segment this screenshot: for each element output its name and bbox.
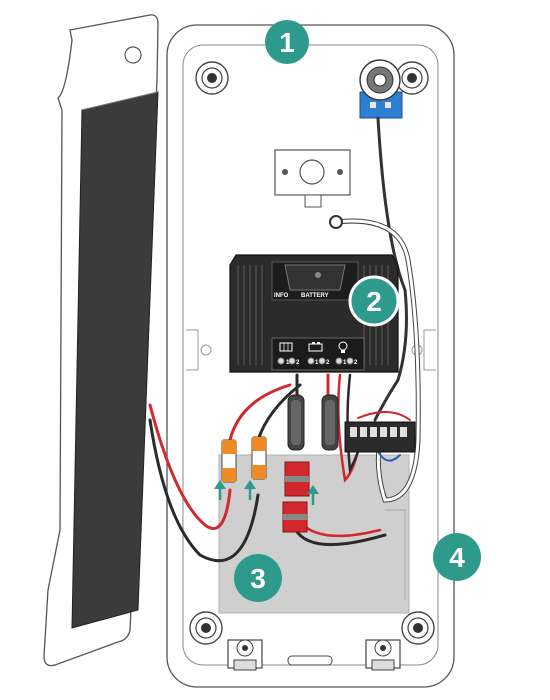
callout-2: 2 [348,275,400,327]
arrow-up-icon [214,480,226,500]
lid-hole [124,46,142,64]
mounting-screw-icon [189,611,223,645]
terminal-number: 1 [343,360,347,366]
battery-terminal-detail [385,509,406,600]
fuse-holder-right [321,394,339,451]
callout-3: 3 [234,554,282,602]
controller-info-label: INFO [274,293,289,299]
terminal-block [344,421,416,453]
solar-panel-edge [81,91,159,111]
callout-1: 1 [265,20,309,64]
enclosure-rib-right [423,329,436,371]
wiring [148,116,421,562]
wire-pv-black [256,383,302,442]
terminal-number: 2 [354,360,358,366]
callout-number: 1 [279,27,295,58]
controller-terminal-screws [277,357,354,365]
lever-connector-left [221,439,237,483]
bulb-icon [338,341,348,353]
cable-gland-right [365,639,401,671]
controller-terminal-numbers: 1 2 1 2 1 2 [286,360,358,366]
key-switch [359,59,403,119]
solar-panel [71,91,159,629]
terminal-number: 1 [315,360,319,366]
wire-pv-red [228,383,292,442]
callout-number: 4 [449,542,465,573]
wire-switch-white-core [334,219,420,502]
battery-icon [308,342,323,352]
bottom-slot [287,655,333,666]
terminal-number: 2 [326,360,330,366]
cable-eye [329,215,343,229]
controller-battery-label: BATTERY [301,293,329,299]
callout-circle [348,275,400,327]
mounting-bracket [274,149,351,208]
callout-number: 2 [366,286,382,317]
mounting-screw-icon [395,61,429,95]
controller-led-window [284,264,346,291]
controller-led [315,272,321,278]
arrow-up-icon [244,480,256,500]
wall-hole-left [200,344,212,356]
lid [43,14,159,667]
cable-gland-left [227,639,263,671]
callout-4: 4 [433,533,481,581]
terminal-number: 1 [286,360,290,366]
wire-panel-red [148,403,232,530]
callout-number: 3 [250,563,266,594]
arrow-up-icon [307,485,319,505]
controller-fins-left [237,265,263,365]
solar-icon [279,342,293,352]
callout-circle [234,554,282,602]
anderson-connector-bottom [282,501,308,533]
wire-switch-black [373,116,408,422]
wire-panel-black [148,418,260,562]
mounting-screw-icon [195,61,229,95]
lever-connector-right [251,436,267,480]
anderson-connector-top [284,461,310,497]
wire-block-red [357,411,411,421]
enclosure-rib-left [186,329,199,371]
callout-circle [433,533,481,581]
callout-circle [265,20,309,64]
fuse-holder-left [287,394,305,451]
terminal-number: 2 [296,360,300,366]
mounting-screw-icon [401,611,435,645]
